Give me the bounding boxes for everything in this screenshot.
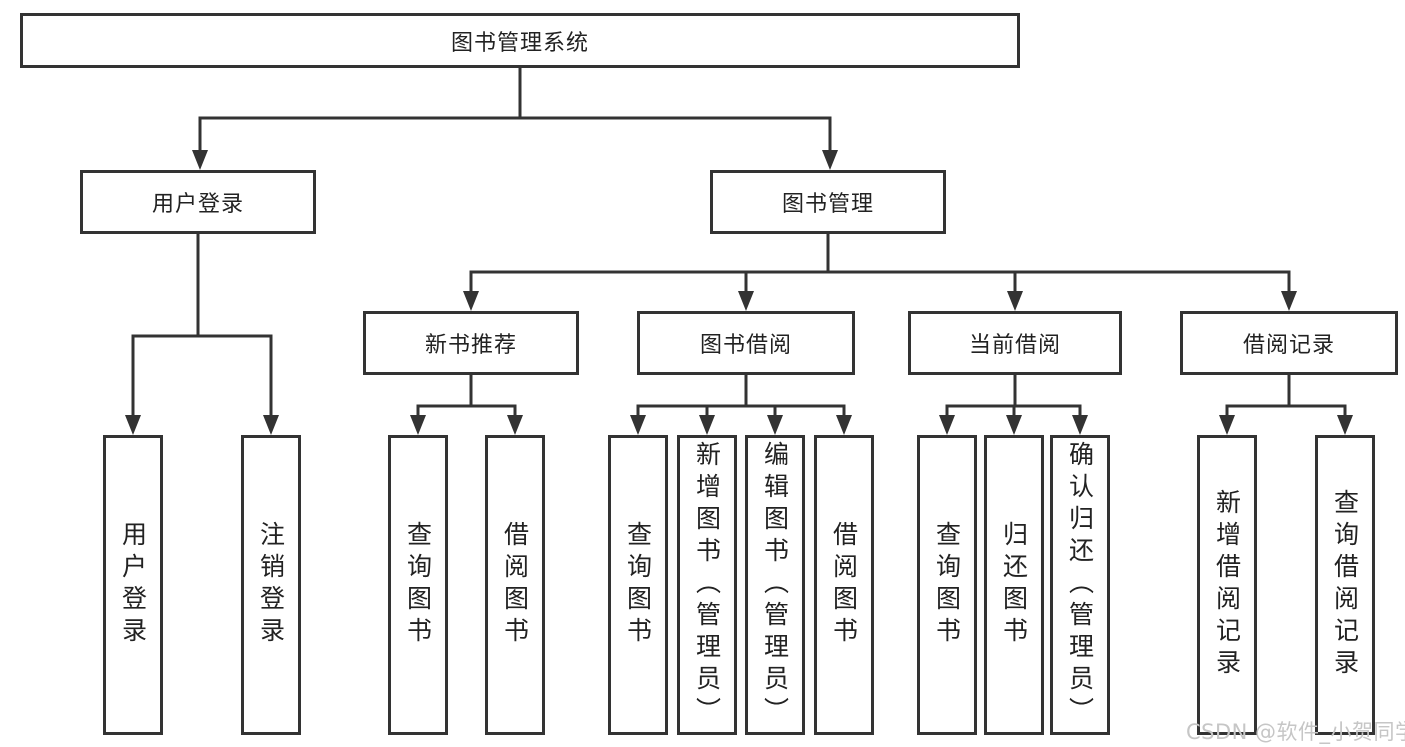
connector-new-book-rec-branch — [416, 375, 517, 417]
leaf-edit-book-admin: 编辑图书（管理员） — [745, 435, 805, 735]
arrowhead — [463, 291, 479, 311]
node-new-book-rec: 新书推荐 — [363, 311, 579, 375]
arrowhead — [738, 291, 754, 311]
arrowhead — [1006, 415, 1022, 435]
arrowhead — [939, 415, 955, 435]
arrowheads — [125, 150, 1353, 435]
node-book-mgmt: 图书管理 — [710, 170, 946, 234]
connector-book-borrow-branch — [636, 375, 846, 417]
connector-user-login-branch — [131, 234, 273, 417]
arrowhead — [125, 415, 141, 435]
connector-book-mgmt-branch — [469, 234, 1291, 293]
leaf-user-login: 用户登录 — [103, 435, 163, 735]
node-user-login: 用户登录 — [80, 170, 316, 234]
arrowhead — [263, 415, 279, 435]
leaf-add-borrow-record: 新增借阅记录 — [1197, 435, 1257, 735]
connector-lines — [131, 68, 1347, 417]
leaf-add-book-admin: 新增图书（管理员） — [677, 435, 737, 735]
leaf-logout: 注销登录 — [241, 435, 301, 735]
leaf-query-book-3: 查询图书 — [917, 435, 977, 735]
leaf-query-book-2: 查询图书 — [608, 435, 668, 735]
node-book-borrow: 图书借阅 — [637, 311, 855, 375]
node-current-borrow: 当前借阅 — [908, 311, 1122, 375]
leaf-borrow-book-1: 借阅图书 — [485, 435, 545, 735]
connector-borrow-records-branch — [1225, 375, 1347, 417]
arrowhead — [767, 415, 783, 435]
watermark: CSDN @软件_小贺同学 — [1186, 720, 1405, 744]
arrowhead — [192, 150, 208, 170]
arrowhead — [1337, 415, 1353, 435]
leaf-confirm-return-admin: 确认归还（管理员） — [1050, 435, 1110, 735]
leaf-borrow-book-2: 借阅图书 — [814, 435, 874, 735]
leaf-query-borrow-record: 查询借阅记录 — [1315, 435, 1375, 735]
arrowhead — [699, 415, 715, 435]
arrowhead — [1281, 291, 1297, 311]
arrowhead — [630, 415, 646, 435]
arrowhead — [1007, 291, 1023, 311]
leaf-query-book-1: 查询图书 — [388, 435, 448, 735]
arrowhead — [822, 150, 838, 170]
arrowhead — [1072, 415, 1088, 435]
node-borrow-records: 借阅记录 — [1180, 311, 1398, 375]
arrowhead — [410, 415, 426, 435]
leaf-return-book: 归还图书 — [984, 435, 1044, 735]
arrowhead — [507, 415, 523, 435]
node-root: 图书管理系统 — [20, 13, 1020, 68]
connector-current-borrow-branch — [945, 375, 1082, 417]
connector-root-branch — [198, 68, 832, 152]
arrowhead — [836, 415, 852, 435]
arrowhead — [1219, 415, 1235, 435]
